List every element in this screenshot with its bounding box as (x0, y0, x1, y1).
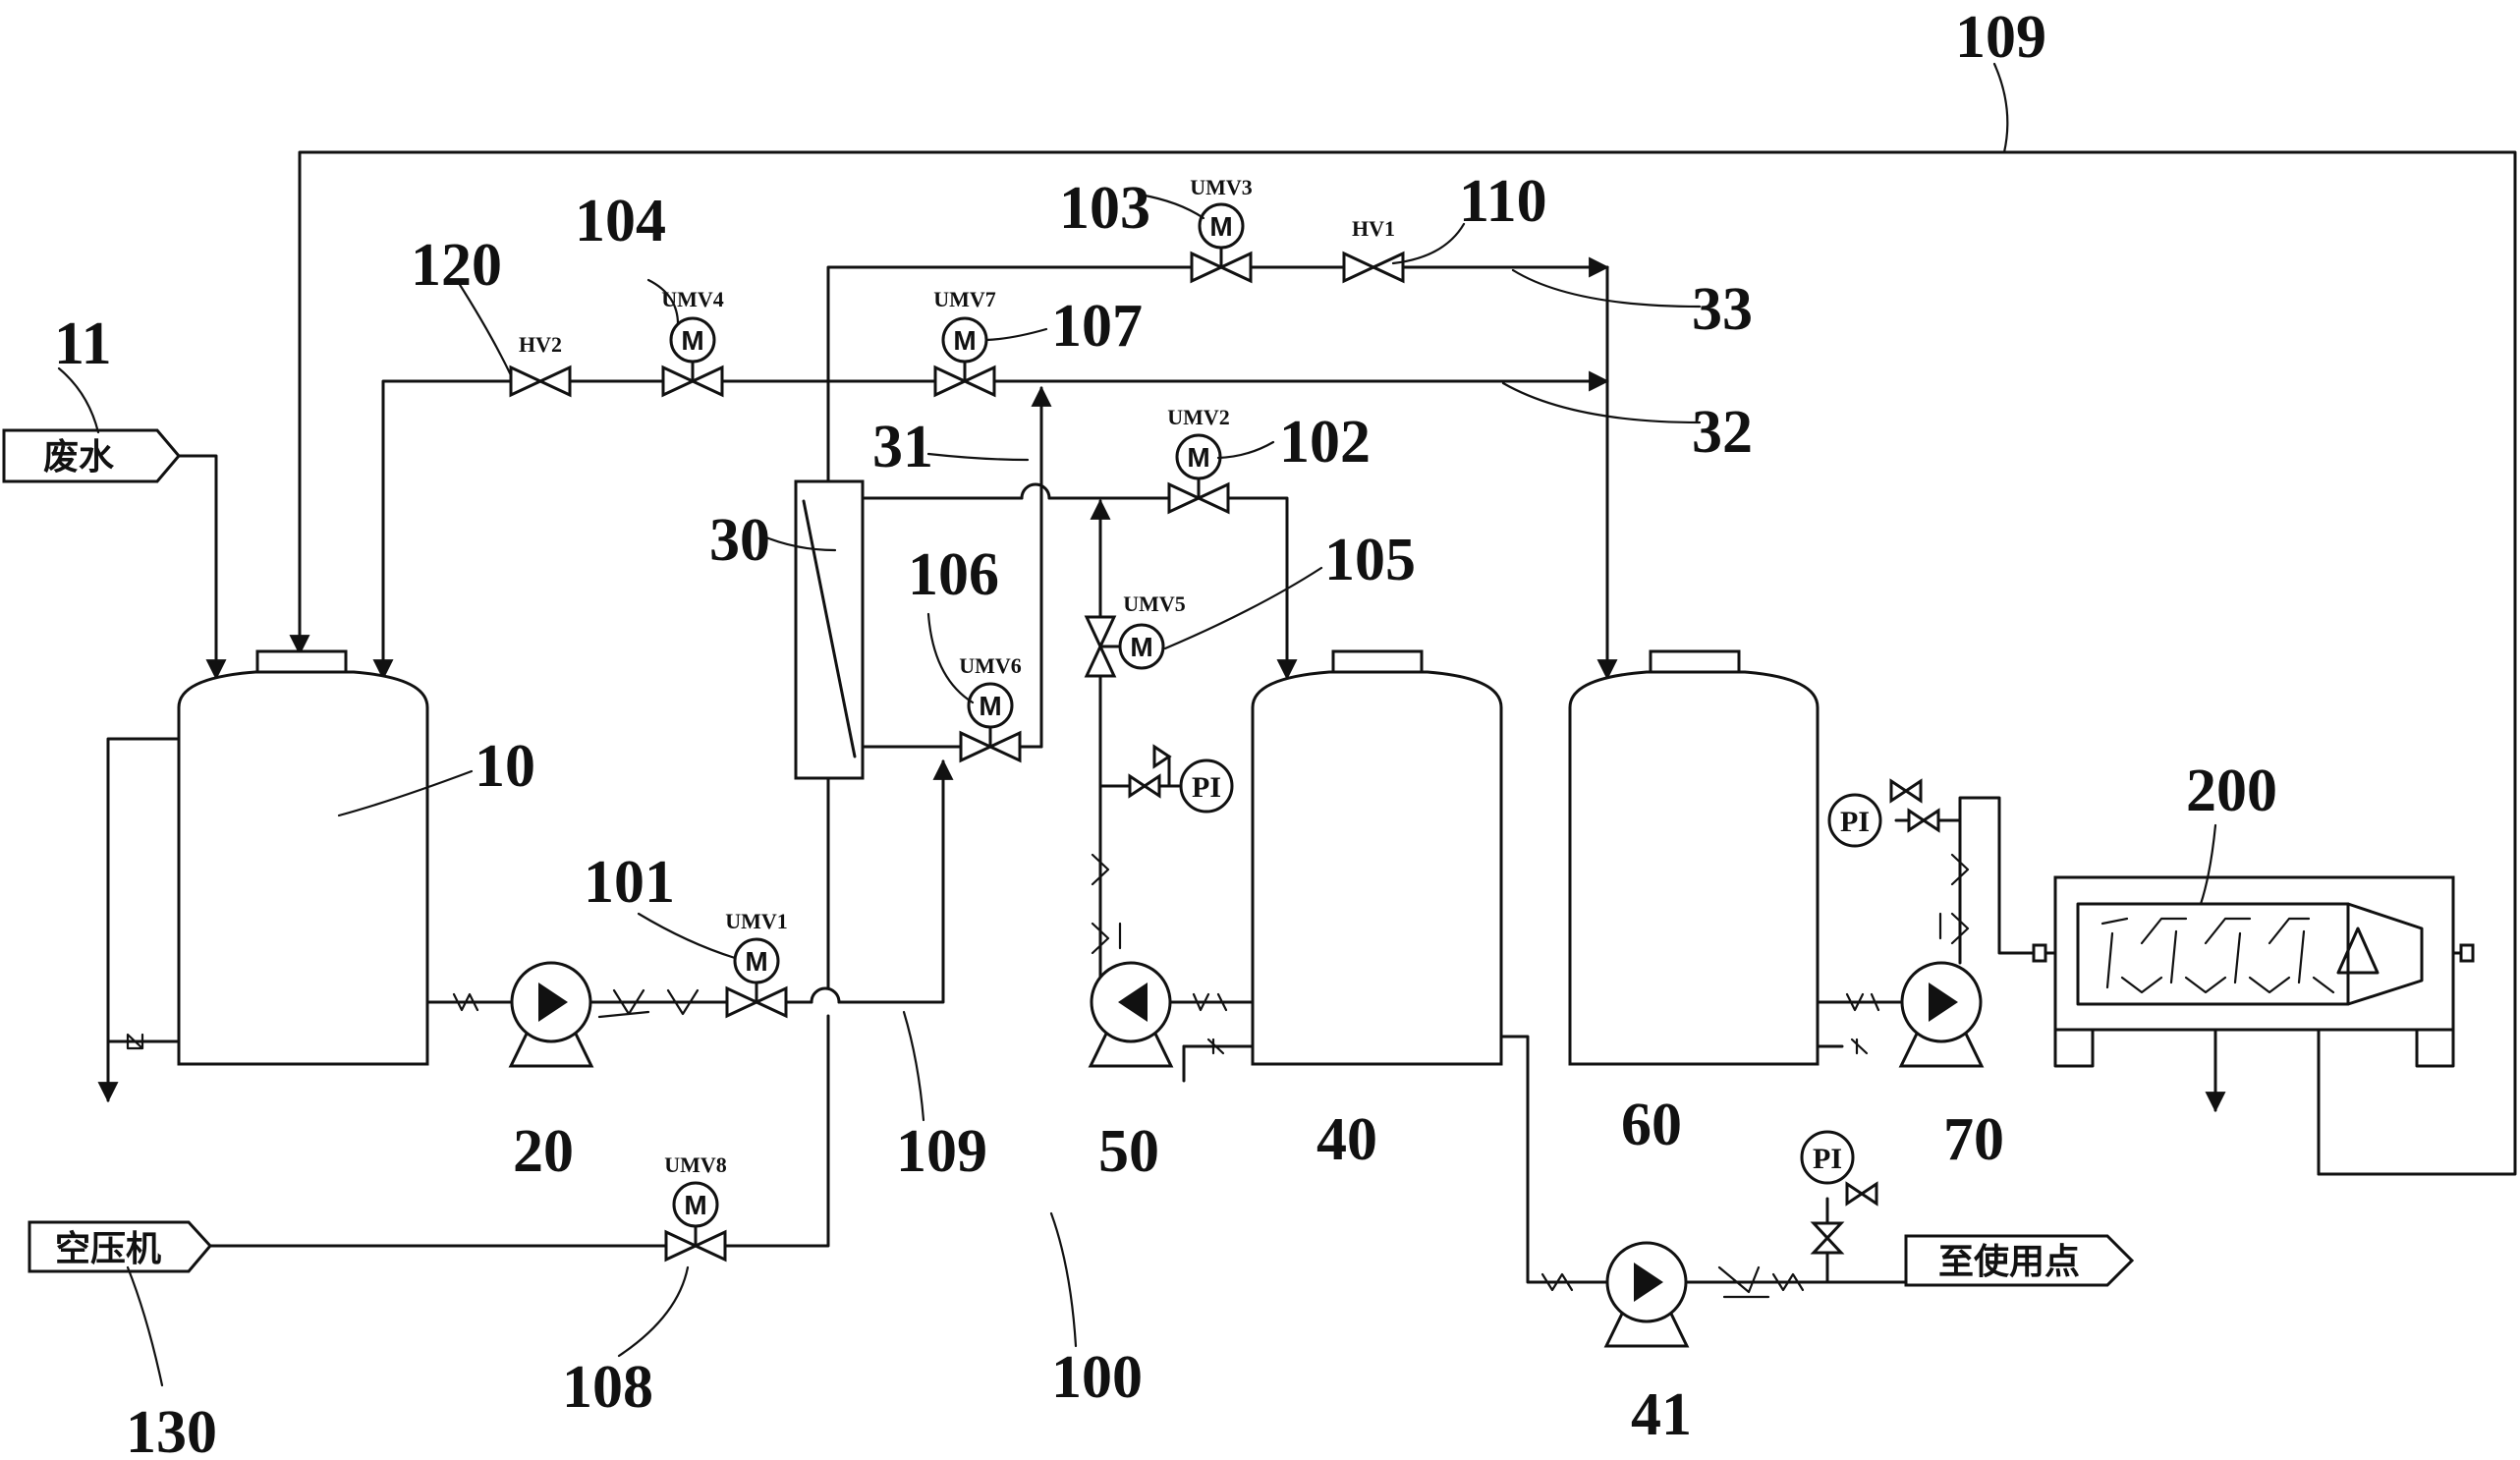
tank-10 (177, 649, 429, 1066)
label-70: 70 (1943, 1106, 2004, 1173)
label-41: 41 (1631, 1381, 1692, 1448)
valve-tags: UMV3 HV1 UMV4 UMV7 HV2 UMV2 UMV5 UMV6 UM… (519, 175, 1395, 1177)
line-32-main (381, 379, 1603, 680)
motor-umv5: M (1130, 632, 1152, 662)
pump-70 (1898, 961, 1985, 1068)
to-use-point-label: 至使用点 (1938, 1242, 2080, 1282)
label-33: 33 (1692, 276, 1753, 343)
fittings (126, 853, 1970, 1299)
pump-50 (1088, 961, 1174, 1068)
valve-umv8 (664, 1181, 727, 1263)
label-20: 20 (513, 1118, 574, 1185)
crossover-31 (1020, 482, 1051, 500)
label-109-mid: 109 (896, 1118, 987, 1185)
wastewater-inlet-pipe (175, 454, 227, 681)
to-use-point-box: 至使用点 (1904, 1234, 2135, 1287)
label-105: 105 (1324, 527, 1416, 593)
pipelines (97, 150, 2517, 1284)
tag-umv5: UMV5 (1123, 591, 1186, 616)
label-107: 107 (1051, 293, 1143, 360)
air-compressor-label: 空压机 (55, 1229, 161, 1269)
label-130: 130 (126, 1399, 217, 1460)
tag-umv3: UMV3 (1190, 175, 1253, 199)
valve-hv1 (1342, 251, 1405, 284)
label-110: 110 (1459, 168, 1547, 235)
wastewater-label: 废水 (43, 437, 115, 477)
tank-40-outlet (1501, 1035, 1608, 1284)
label-60: 60 (1621, 1092, 1682, 1158)
pi-50-label: PI (1192, 771, 1221, 804)
label-30: 30 (709, 507, 770, 574)
motor-umv6: M (979, 691, 1001, 721)
pi-gauge-50 (1128, 744, 1234, 814)
valve-umv4 (661, 316, 724, 398)
label-120: 120 (411, 232, 502, 299)
tank-60 (1568, 649, 1820, 1066)
motor-umv8: M (684, 1190, 706, 1220)
feed-to-column (837, 758, 954, 1004)
label-104: 104 (575, 188, 666, 254)
pi-70-label: PI (1840, 806, 1870, 838)
tag-umv8: UMV8 (664, 1152, 727, 1177)
pump-41 (1603, 1241, 1690, 1348)
pump-70-riser (1958, 796, 2045, 965)
tag-umv6: UMV6 (959, 653, 1022, 678)
label-106: 106 (908, 541, 999, 608)
tag-umv1: UMV1 (725, 909, 788, 933)
motor-umv1: M (745, 946, 767, 977)
column-30 (794, 479, 865, 780)
motor-symbols: M M M M M M M M (681, 211, 1232, 1220)
pi-gauge-70 (1827, 778, 1940, 848)
gauge-labels: PI PI PI (1192, 771, 1870, 1175)
label-32: 32 (1692, 399, 1753, 466)
valve-umv3 (1190, 202, 1253, 284)
tag-umv4: UMV4 (661, 287, 724, 311)
valve-hv2 (509, 365, 572, 398)
label-101: 101 (584, 849, 675, 916)
motor-umv4: M (681, 325, 703, 356)
tag-umv2: UMV2 (1167, 405, 1230, 429)
pi-41-label: PI (1813, 1143, 1842, 1175)
valve-umv1 (725, 937, 788, 1019)
reference-numbers: 109 110 103 104 120 107 33 32 31 102 11 … (54, 4, 2277, 1460)
label-109-top: 109 (1955, 4, 2046, 71)
air-compressor-box: 空压机 (28, 1220, 212, 1273)
motor-umv2: M (1187, 442, 1209, 473)
label-10: 10 (475, 733, 535, 800)
label-102: 102 (1279, 409, 1371, 476)
motor-umv7: M (953, 325, 976, 356)
label-50: 50 (1098, 1118, 1159, 1185)
tag-hv2: HV2 (519, 332, 562, 357)
label-103: 103 (1059, 175, 1150, 242)
label-108: 108 (562, 1354, 653, 1421)
tank-60-drain (1816, 1044, 1844, 1063)
valve-umv7 (933, 316, 996, 398)
crossover-109 (810, 986, 841, 1004)
label-200: 200 (2186, 758, 2277, 824)
label-31: 31 (872, 414, 933, 480)
tank-10-drain (97, 737, 179, 1103)
pipe-to-tank-40 (1047, 496, 1298, 681)
leader-lines (57, 62, 2217, 1387)
label-100: 100 (1051, 1344, 1143, 1411)
label-11: 11 (54, 310, 112, 377)
tag-umv7: UMV7 (933, 287, 996, 311)
tag-hv1: HV1 (1352, 216, 1395, 241)
valve-umv2 (1167, 433, 1230, 515)
valve-umv6 (959, 682, 1022, 763)
label-40: 40 (1316, 1106, 1377, 1173)
wastewater-box: 废水 (2, 428, 181, 483)
pump-20 (508, 961, 594, 1068)
tank-40 (1251, 649, 1503, 1066)
centrifuge-200 (2032, 875, 2475, 1068)
column-bottom-lower (710, 1014, 830, 1248)
valve-umv5 (1084, 615, 1165, 678)
pi-gauge-41 (1800, 1130, 1878, 1255)
motor-umv3: M (1209, 211, 1232, 242)
